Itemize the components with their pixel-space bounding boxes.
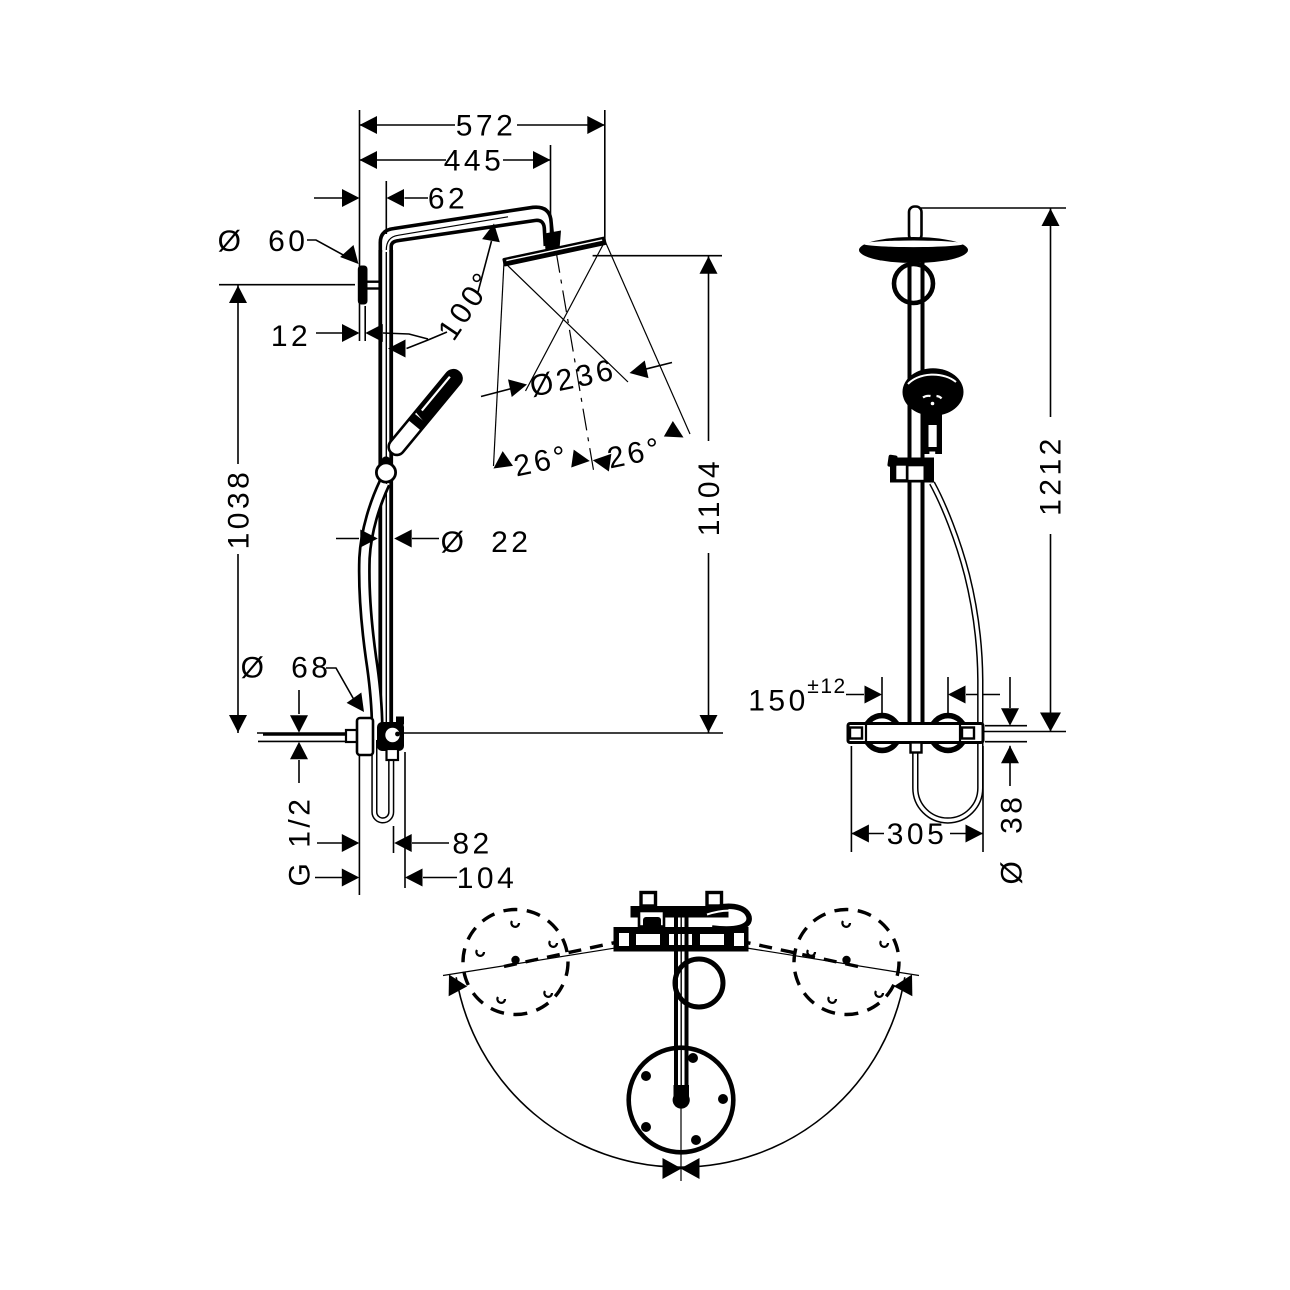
- svg-text:104: 104: [457, 862, 518, 895]
- svg-text:Ø 68: Ø 68: [241, 652, 332, 685]
- svg-text:305: 305: [887, 818, 948, 851]
- svg-text:62: 62: [428, 183, 468, 216]
- svg-text:1038: 1038: [223, 469, 256, 550]
- svg-text:572: 572: [456, 110, 517, 143]
- svg-text:Ø 22: Ø 22: [441, 526, 532, 559]
- svg-text:G 1/2: G 1/2: [284, 796, 317, 887]
- svg-text:1104: 1104: [693, 458, 726, 537]
- svg-text:150: 150: [748, 685, 809, 718]
- svg-text:82: 82: [452, 828, 492, 861]
- svg-text:Ø 38: Ø 38: [996, 794, 1029, 885]
- svg-text:1212: 1212: [1035, 435, 1068, 516]
- svg-text:445: 445: [444, 145, 505, 178]
- svg-text:12: 12: [271, 320, 311, 353]
- svg-text:±12: ±12: [807, 675, 846, 698]
- svg-text:Ø 60: Ø 60: [218, 225, 309, 258]
